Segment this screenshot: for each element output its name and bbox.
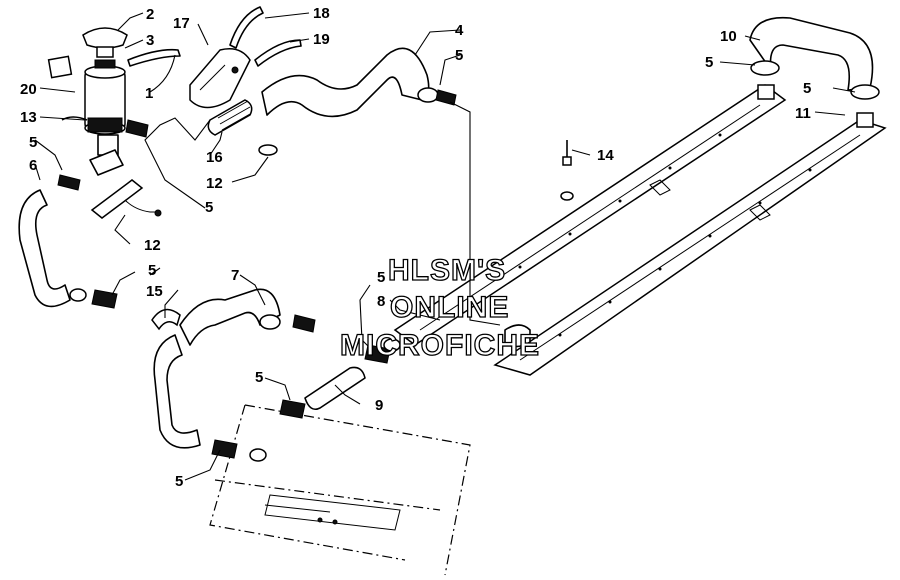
clamp-lower-j xyxy=(211,439,238,459)
clamp-connector xyxy=(279,399,306,419)
callout-5-crossover-right: 5 xyxy=(803,80,811,97)
lower-j-fitting xyxy=(249,448,267,462)
spring-clamp xyxy=(151,308,181,331)
callout-10: 10 xyxy=(720,28,737,45)
upper-long-hose xyxy=(261,47,430,118)
clamp-pump xyxy=(57,174,81,191)
exchanger-inlet-left xyxy=(757,84,775,100)
middle-hose xyxy=(179,288,281,346)
callout-5-left-lower: 5 xyxy=(148,262,156,279)
pump-outlet-fitting xyxy=(89,149,124,176)
callout-3: 3 xyxy=(146,32,154,49)
callout-16: 16 xyxy=(206,149,223,166)
heat-exchanger-right xyxy=(493,119,887,376)
callout-1: 1 xyxy=(145,85,153,102)
watermark: HLSM'S ONLINE MICROFICHE xyxy=(339,253,540,362)
callout-11: 11 xyxy=(795,105,811,122)
callout-14: 14 xyxy=(597,147,614,164)
exchanger-inlet-fitting xyxy=(383,338,401,352)
callout-17: 17 xyxy=(173,15,190,32)
callout-12-bracket: 12 xyxy=(144,237,161,254)
bleed-screw xyxy=(560,140,574,201)
callout-5-thermostat: 5 xyxy=(205,199,213,216)
callout-labels: 2 3 1 17 18 19 4 5 20 13 5 6 16 12 5 12 … xyxy=(20,5,811,490)
callout-4: 4 xyxy=(455,22,464,39)
heat-exchanger-left xyxy=(393,84,787,346)
watermark-line-3: MICROFICHE xyxy=(340,329,540,362)
warning-decal xyxy=(47,55,73,79)
left-hose-end xyxy=(69,288,87,302)
left-return-hose xyxy=(18,189,71,308)
clamp-upper-right xyxy=(850,84,880,100)
clamp-middle-hose xyxy=(292,314,316,333)
pressure-cap xyxy=(82,27,128,69)
callout-8: 8 xyxy=(377,293,385,310)
clamp-upper-left xyxy=(750,60,780,76)
filter-screen xyxy=(207,99,253,136)
short-connector-hose xyxy=(304,366,366,411)
callout-15: 15 xyxy=(146,283,163,300)
chassis-frame-outline xyxy=(209,404,471,576)
clamp-left-lower xyxy=(91,289,118,309)
o-ring xyxy=(258,144,278,156)
exchanger-inlet-right xyxy=(856,112,874,128)
leader-lines xyxy=(34,12,856,481)
callout-5-upper-hose: 5 xyxy=(455,47,463,64)
thermostat-housing xyxy=(189,48,251,109)
callout-5-lower-j: 5 xyxy=(175,473,183,490)
bypass-hose-lower xyxy=(254,39,302,67)
callout-5-connector: 5 xyxy=(255,369,263,386)
callout-2: 2 xyxy=(146,6,154,23)
callout-20: 20 xyxy=(20,81,37,98)
callout-9: 9 xyxy=(375,397,383,414)
middle-hose-end xyxy=(259,314,281,330)
callout-6: 6 xyxy=(29,157,37,174)
upper-hose-end xyxy=(417,87,439,103)
callout-12-oring: 12 xyxy=(206,175,223,192)
clamp-reservoir xyxy=(125,119,149,138)
watermark-line-2: ONLINE xyxy=(390,291,509,324)
callout-19: 19 xyxy=(313,31,330,48)
callout-18: 18 xyxy=(313,5,330,22)
bypass-hose-upper xyxy=(229,6,264,49)
watermark-line-1: HLSM'S xyxy=(388,254,506,287)
vent-hose xyxy=(127,48,181,67)
exchanger-elbow-fitting xyxy=(504,324,531,348)
callout-7: 7 xyxy=(231,267,239,284)
callout-5-exchanger: 5 xyxy=(377,269,385,286)
callout-5-reservoir: 5 xyxy=(29,134,37,151)
callout-5-crossover-left: 5 xyxy=(705,54,713,71)
coolant-reservoir xyxy=(84,65,126,156)
hose-bracket xyxy=(90,179,162,219)
clamp-upper-hose xyxy=(435,89,457,106)
callout-13: 13 xyxy=(20,109,37,126)
lower-j-hose xyxy=(153,334,201,449)
